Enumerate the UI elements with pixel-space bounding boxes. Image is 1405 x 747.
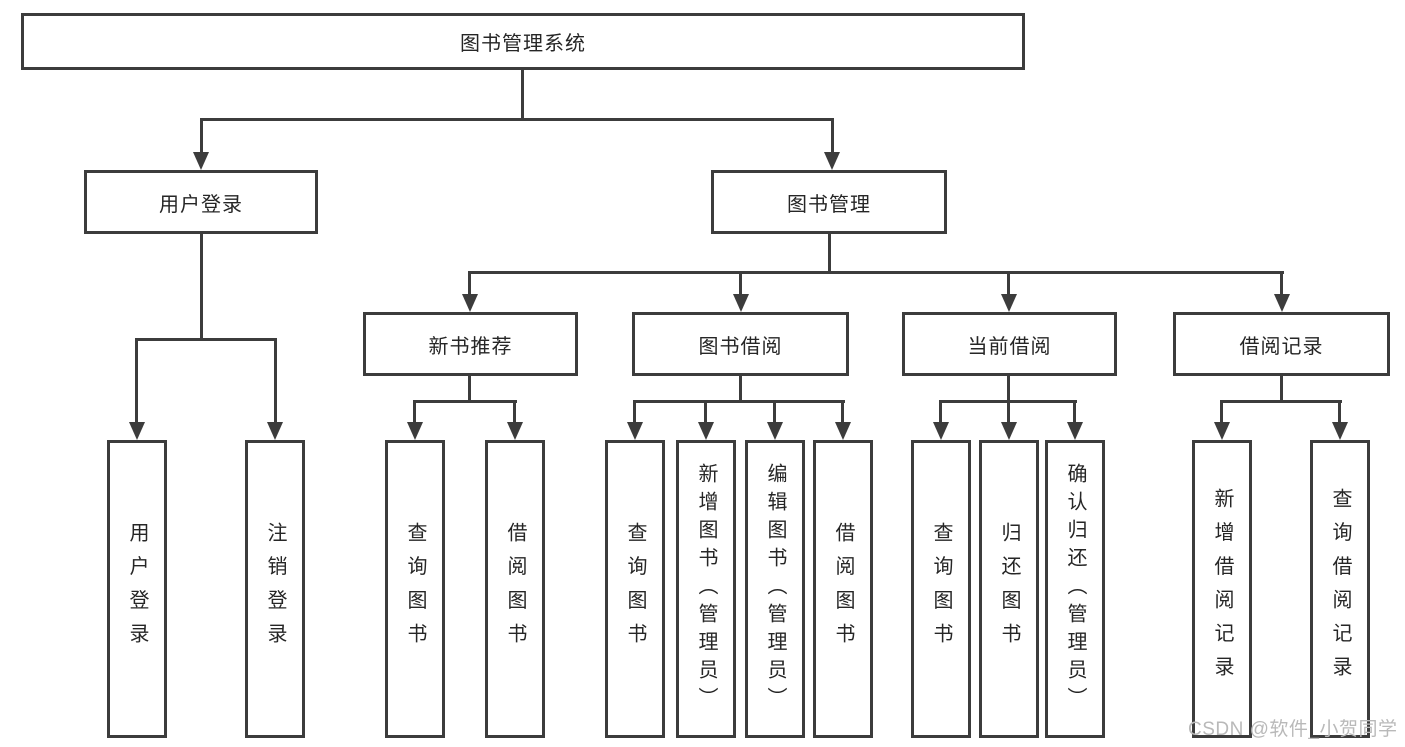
arrow-down-icon [462, 294, 478, 312]
leaf-add-books-admin: 新增图书（管理员） [676, 440, 736, 738]
connector-stem-book-borrow [739, 271, 742, 296]
connector-stem-leaf [939, 400, 942, 422]
arrow-down-icon [767, 422, 783, 440]
arrow-down-icon [698, 422, 714, 440]
connector-current-borrow-stub [1007, 373, 1010, 403]
connector-stem-new-book [468, 271, 471, 296]
connector-level2-rail [200, 118, 834, 121]
arrow-down-icon [129, 422, 145, 440]
connector-stem-leaf [1338, 400, 1341, 422]
arrow-down-icon [733, 294, 749, 312]
arrow-down-icon [507, 422, 523, 440]
leaf-user-login: 用户登录 [107, 440, 167, 738]
connector-stem-leaf [773, 400, 776, 422]
connector-user-login-stub [200, 232, 203, 341]
leaf-borrow-books: 借阅图书 [485, 440, 545, 738]
arrow-down-icon [193, 152, 209, 170]
connector-user-login-rail [135, 338, 277, 341]
connector-stem-leaf [513, 400, 516, 422]
arrow-down-icon [824, 152, 840, 170]
arrow-down-icon [835, 422, 851, 440]
node-book-management: 图书管理 [711, 170, 947, 234]
leaf-add-borrow-record: 新增借阅记录 [1192, 440, 1252, 738]
node-borrow-records: 借阅记录 [1173, 312, 1390, 376]
arrow-down-icon [1001, 294, 1017, 312]
connector-new-book-stub [468, 373, 471, 403]
connector-stem-leaf [633, 400, 636, 422]
connector-book-borrow-rail [633, 400, 845, 403]
connector-borrow-records-stub [1280, 373, 1283, 403]
connector-book-borrow-stub [739, 373, 742, 403]
connector-new-book-rail [413, 400, 517, 403]
leaf-return-books: 归还图书 [979, 440, 1039, 738]
arrow-down-icon [1274, 294, 1290, 312]
leaf-confirm-return-admin: 确认归还（管理员） [1045, 440, 1105, 738]
connector-stem-user-login [200, 118, 203, 154]
arrow-down-icon [407, 422, 423, 440]
connector-stem-current-borrow [1007, 271, 1010, 296]
connector-book-management-stub [828, 232, 831, 274]
leaf-edit-books-admin: 编辑图书（管理员） [745, 440, 805, 738]
arrow-down-icon [1332, 422, 1348, 440]
connector-stem-book-management [831, 118, 834, 154]
connector-stem-leaf [1220, 400, 1223, 422]
arrow-down-icon [627, 422, 643, 440]
arrow-down-icon [267, 422, 283, 440]
node-user-login: 用户登录 [84, 170, 318, 234]
leaf-query-books: 查询图书 [911, 440, 971, 738]
connector-root-stub [521, 68, 524, 121]
arrow-down-icon [1001, 422, 1017, 440]
connector-stem-login-leaf [135, 338, 138, 422]
connector-level3-rail [468, 271, 1284, 274]
connector-borrow-records-rail [1220, 400, 1342, 403]
node-root-library-system: 图书管理系统 [21, 13, 1025, 70]
node-new-book-recommend: 新书推荐 [363, 312, 578, 376]
connector-stem-leaf [413, 400, 416, 422]
arrow-down-icon [933, 422, 949, 440]
arrow-down-icon [1067, 422, 1083, 440]
connector-stem-borrow-records [1280, 271, 1283, 296]
connector-stem-leaf [1007, 400, 1010, 422]
leaf-query-books: 查询图书 [385, 440, 445, 738]
arrow-down-icon [1214, 422, 1230, 440]
csdn-watermark: CSDN @软件_小贺同学 [1188, 719, 1398, 740]
node-current-borrow: 当前借阅 [902, 312, 1117, 376]
leaf-query-books: 查询图书 [605, 440, 665, 738]
connector-stem-logout-leaf [274, 338, 277, 422]
node-book-borrow: 图书借阅 [632, 312, 849, 376]
connector-stem-leaf [1073, 400, 1076, 422]
connector-stem-leaf [704, 400, 707, 422]
leaf-borrow-books: 借阅图书 [813, 440, 873, 738]
connector-stem-leaf [841, 400, 844, 422]
leaf-query-borrow-record: 查询借阅记录 [1310, 440, 1370, 738]
leaf-logout: 注销登录 [245, 440, 305, 738]
